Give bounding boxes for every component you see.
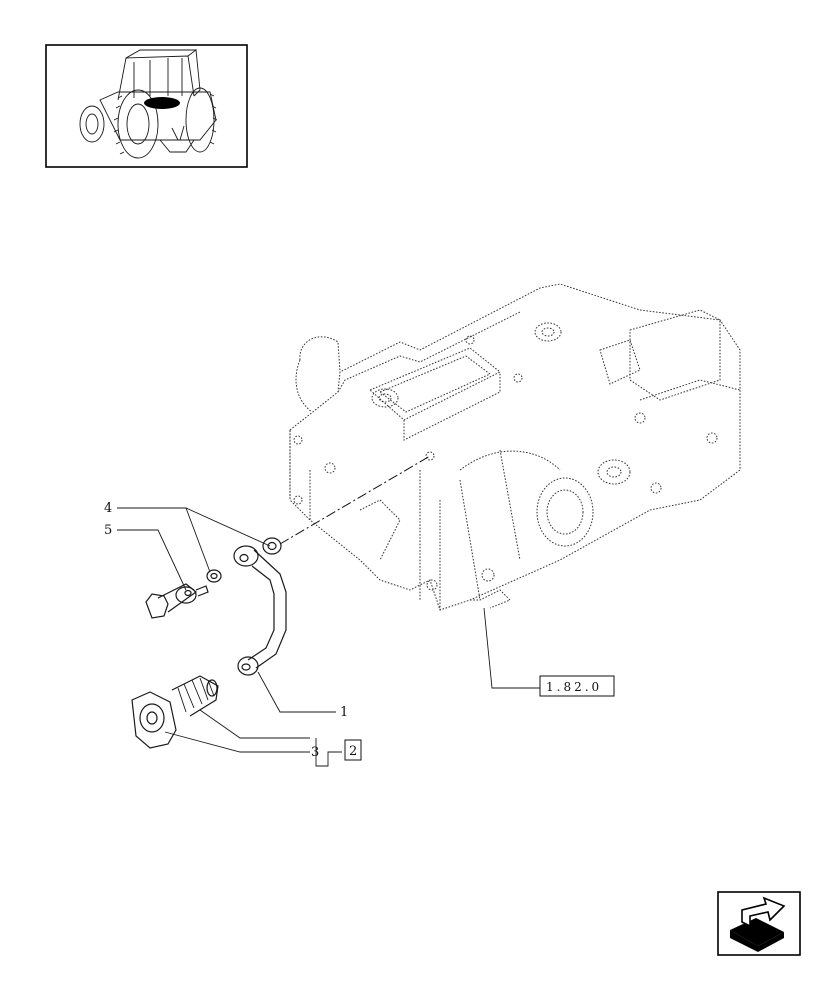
callout-2-box: 2 bbox=[344, 739, 362, 761]
next-page-arrow-icon[interactable] bbox=[717, 891, 801, 956]
callout-5: 5 bbox=[104, 523, 112, 538]
reference-link[interactable]: 1.82.0 bbox=[539, 675, 615, 697]
callout-4: 4 bbox=[104, 501, 112, 516]
washer-part-4[interactable] bbox=[262, 537, 282, 555]
reference-label[interactable]: 1.82.0 bbox=[546, 680, 602, 694]
fitting-part-3[interactable] bbox=[131, 675, 219, 749]
leader-lines bbox=[117, 507, 540, 767]
banjo-bolt-part-5[interactable] bbox=[145, 583, 209, 619]
axis-line bbox=[279, 455, 431, 545]
callout-2: 2 bbox=[349, 744, 357, 759]
callout-3: 3 bbox=[311, 745, 319, 760]
lift-housing bbox=[289, 283, 741, 611]
tractor-thumbnail-icon[interactable] bbox=[45, 44, 248, 168]
callout-1: 1 bbox=[340, 705, 348, 720]
pipe-part-1[interactable] bbox=[233, 545, 287, 676]
washer-small[interactable] bbox=[206, 569, 222, 583]
